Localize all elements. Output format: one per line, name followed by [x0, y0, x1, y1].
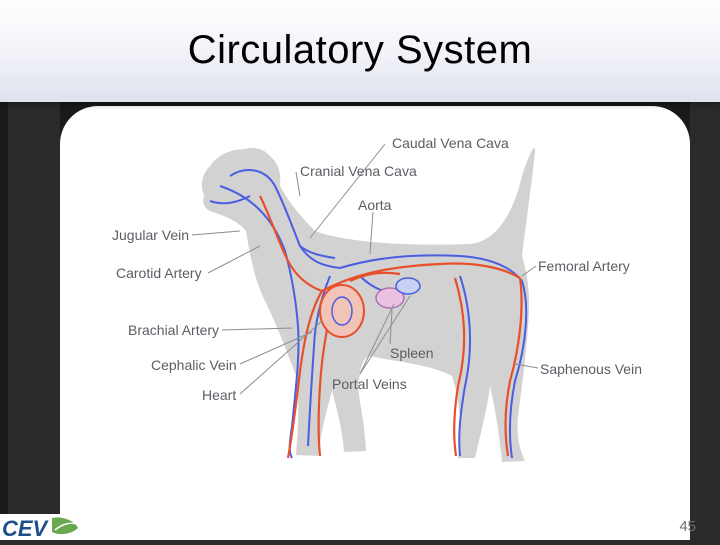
leader-lines	[191, 143, 539, 395]
diagram-labels: Caudal Vena Cava Cranial Vena Cava Aorta…	[112, 135, 642, 403]
label-cephalic-vein: Cephalic Vein	[151, 357, 237, 373]
page-number: 45	[679, 518, 696, 535]
heart-organ	[319, 284, 365, 338]
label-aorta: Aorta	[358, 197, 392, 213]
cev-logo: CEV	[0, 512, 80, 541]
label-cranial-vena-cava: Cranial Vena Cava	[300, 163, 417, 179]
label-femoral-artery: Femoral Artery	[538, 258, 630, 274]
dog-circulatory-diagram: Caudal Vena Cava Cranial Vena Cava Aorta…	[112, 135, 642, 462]
portal-veins-organ	[395, 277, 421, 295]
dog-silhouette	[201, 147, 536, 462]
spleen-organ	[375, 287, 405, 309]
label-brachial-artery: Brachial Artery	[128, 322, 219, 338]
slide-title: Circulatory System	[187, 28, 533, 72]
right-margin	[690, 102, 720, 540]
artery-network	[259, 195, 523, 459]
label-portal-veins: Portal Veins	[332, 376, 407, 392]
logo-text: CEV	[2, 516, 50, 540]
label-carotid-artery: Carotid Artery	[116, 265, 202, 281]
vein-network	[209, 169, 528, 459]
label-saphenous-vein: Saphenous Vein	[540, 361, 642, 377]
label-heart: Heart	[202, 387, 236, 403]
label-spleen: Spleen	[390, 345, 434, 361]
left-margin	[8, 102, 60, 540]
label-caudal-vena-cava: Caudal Vena Cava	[392, 135, 509, 151]
diagram-card: Caudal Vena Cava Cranial Vena Cava Aorta…	[60, 106, 690, 540]
title-bar: Circulatory System	[0, 0, 720, 102]
label-jugular-vein: Jugular Vein	[112, 227, 189, 243]
